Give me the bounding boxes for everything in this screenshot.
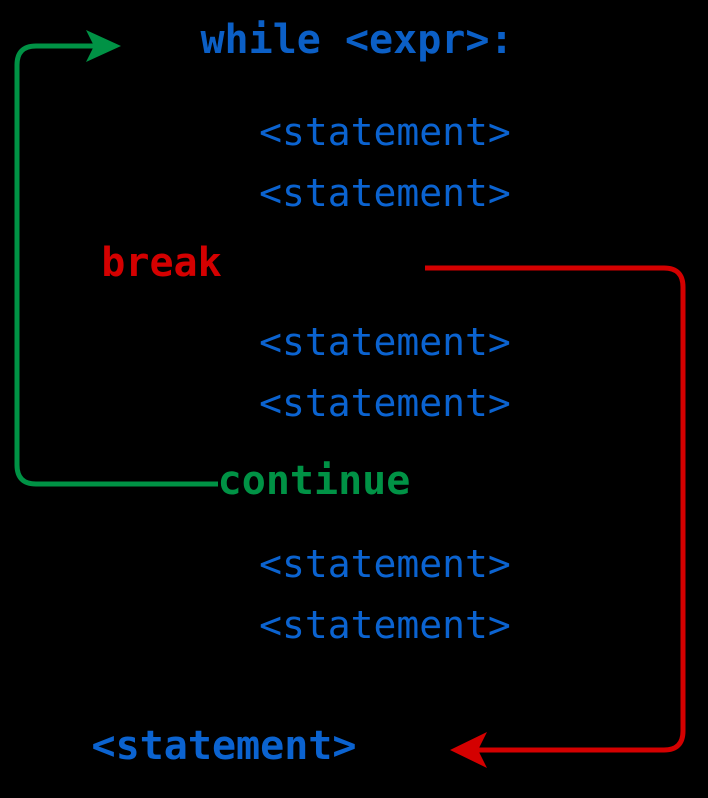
code-line-statement-6: <statement> [259, 603, 511, 647]
code-line-continue-keyword: continue [217, 458, 411, 504]
code-line-statement-4: <statement> [259, 381, 511, 425]
code-line-while-header: while <expr>: [200, 17, 514, 63]
code-line-statement-5: <statement> [259, 542, 511, 586]
code-line-statement-3: <statement> [259, 320, 511, 364]
code-line-statement-2: <statement> [259, 171, 511, 215]
code-line-statement-after-loop: <statement> [91, 723, 357, 769]
code-line-break-keyword: break [101, 240, 222, 286]
code-line-statement-1: <statement> [259, 110, 511, 154]
